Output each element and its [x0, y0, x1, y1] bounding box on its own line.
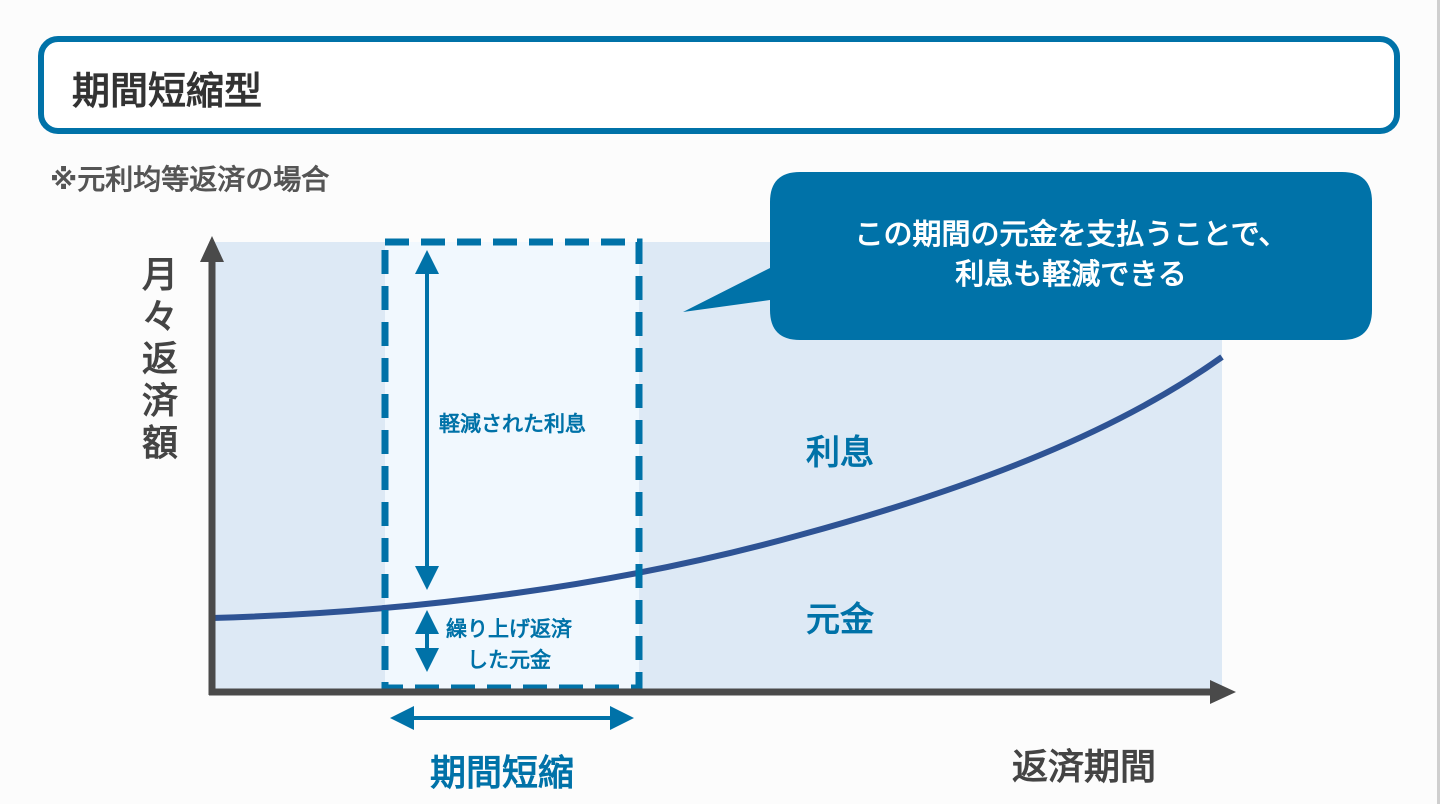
y-axis-arrow-icon: [200, 236, 224, 262]
prepaid-principal-label: 繰り上げ返済 した元金: [446, 614, 572, 676]
prepaid-principal-line-2: した元金: [467, 648, 551, 672]
callout-bubble: [683, 172, 1372, 340]
x-axis-label: 返済期間: [1012, 747, 1157, 788]
y-axis-label: 月々返済額: [141, 255, 178, 464]
interest-region-label: 利息: [806, 433, 874, 473]
note-text: ※元利均等返済の場合: [50, 163, 330, 196]
principal-curve: [211, 354, 1224, 621]
right-edge-divider: [1437, 0, 1440, 804]
period-shortened-label: 期間短縮: [430, 753, 575, 794]
dashed-period-box: [381, 238, 643, 692]
title-box: 期間短縮型: [38, 36, 1400, 134]
callout-text: この期間の元金を支払うことで、 利息も軽減できる: [770, 214, 1372, 294]
principal-region-label: 元金: [806, 600, 874, 640]
callout-line-2: 利息も軽減できる: [955, 257, 1187, 291]
callout-line-1: この期間の元金を支払うことで、: [854, 217, 1288, 251]
prepaid-principal-line-1: 繰り上げ返済: [446, 617, 572, 641]
page-title: 期間短縮型: [72, 69, 263, 113]
x-axis-arrow-icon: [1210, 680, 1236, 704]
reduced-interest-label: 軽減された利息: [439, 412, 586, 436]
